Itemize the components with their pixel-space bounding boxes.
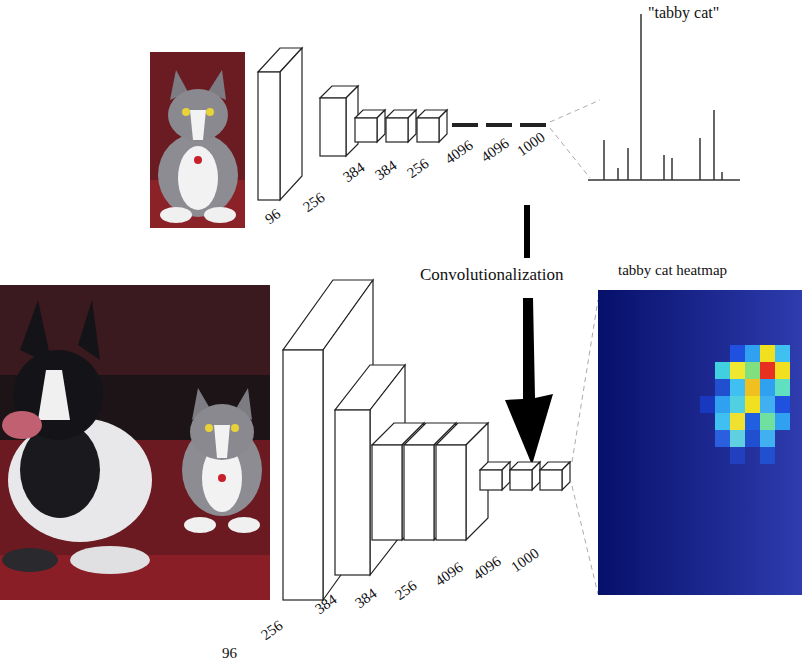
heatmap-cell [745,396,760,413]
layer-size: 384 [372,157,400,183]
class-score-chart [588,14,740,180]
heatmap-cell [715,430,730,447]
heatmap-cell [760,379,775,396]
layer-size: 256 [392,577,420,603]
heatmap-cell [730,413,745,430]
heatmap-cell [760,396,775,413]
heatmap-cell [775,345,790,362]
layer-size: 1000 [508,545,542,576]
conv-network-layers [283,280,570,600]
leader-lines [572,300,598,594]
class-label: "tabby cat" [648,4,719,22]
layer-size: 4096 [470,553,504,584]
layer-size: 256 [258,617,286,643]
heatmap-cell [715,379,730,396]
heatmap-cell [775,413,790,430]
layer-size: 384 [340,159,368,185]
heatmap-cell [730,362,745,379]
heatmap-cell [760,345,775,362]
heatmap-cell [745,345,760,362]
layer-size: 4096 [442,137,476,168]
heatmap [598,290,802,595]
heatmap-cell [715,396,730,413]
heatmap-cell [745,430,760,447]
layer-size: 384 [352,585,380,611]
layer-size: 4096 [478,135,512,166]
layer-size: 1000 [514,129,548,160]
layer-size: 256 [404,155,432,181]
heatmap-cell [760,430,775,447]
layer-size: 96 [262,205,284,227]
layer-size: 4096 [432,559,466,590]
transform-label: Convolutionalization [420,266,564,285]
heatmap-cell [775,362,790,379]
heatmap-cell [760,413,775,430]
cat-photo [150,52,245,228]
dog-cat-photo [0,285,270,600]
network-layers [258,48,447,200]
heatmap-cell [775,379,790,396]
leader-lines [550,100,600,178]
heatmap-cell [745,362,760,379]
heatmap-cell [715,413,730,430]
layer-size: 384 [312,591,340,617]
heatmap-cell [715,362,730,379]
fc-layers [452,123,546,127]
heatmap-cell [730,447,745,464]
layer-size: 96 [222,645,237,662]
heatmap-cell [760,447,775,464]
layer-size: 256 [300,189,328,215]
heatmap-cell [730,396,745,413]
heatmap-cell [745,413,760,430]
heatmap-cell [745,379,760,396]
heatmap-cell [775,396,790,413]
heatmap-cell [700,396,715,413]
heatmap-cell [730,379,745,396]
heatmap-cell [730,345,745,362]
heatmap-cell [730,430,745,447]
heatmap-cell [760,362,775,379]
heatmap-title: tabby cat heatmap [618,262,727,279]
transform-arrow [505,205,553,465]
